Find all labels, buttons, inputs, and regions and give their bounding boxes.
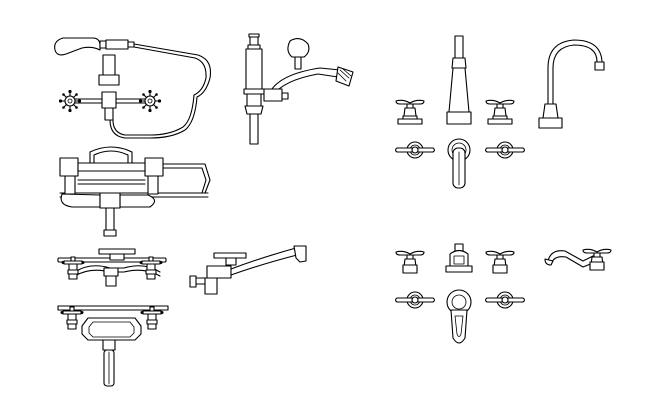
kitchen-bridge-faucet-icon (60, 147, 210, 236)
lever-faucet-top-icon (394, 290, 526, 343)
widespread-faucet-front-icon (395, 36, 515, 124)
widespread-faucet-top-icon (394, 139, 526, 188)
lever-faucet-side-icon (545, 248, 612, 270)
gooseneck-faucet-side-icon (539, 40, 604, 128)
wall-spout-faucet-icon (190, 246, 306, 294)
wall-mount-bath-mixer-icon (58, 249, 166, 286)
bath-mixer-with-hose-icon (55, 38, 211, 138)
wall-mixer-top-icon (58, 306, 168, 386)
bridge-faucet-top-icon (244, 34, 353, 144)
lever-faucet-front-icon (395, 244, 515, 273)
